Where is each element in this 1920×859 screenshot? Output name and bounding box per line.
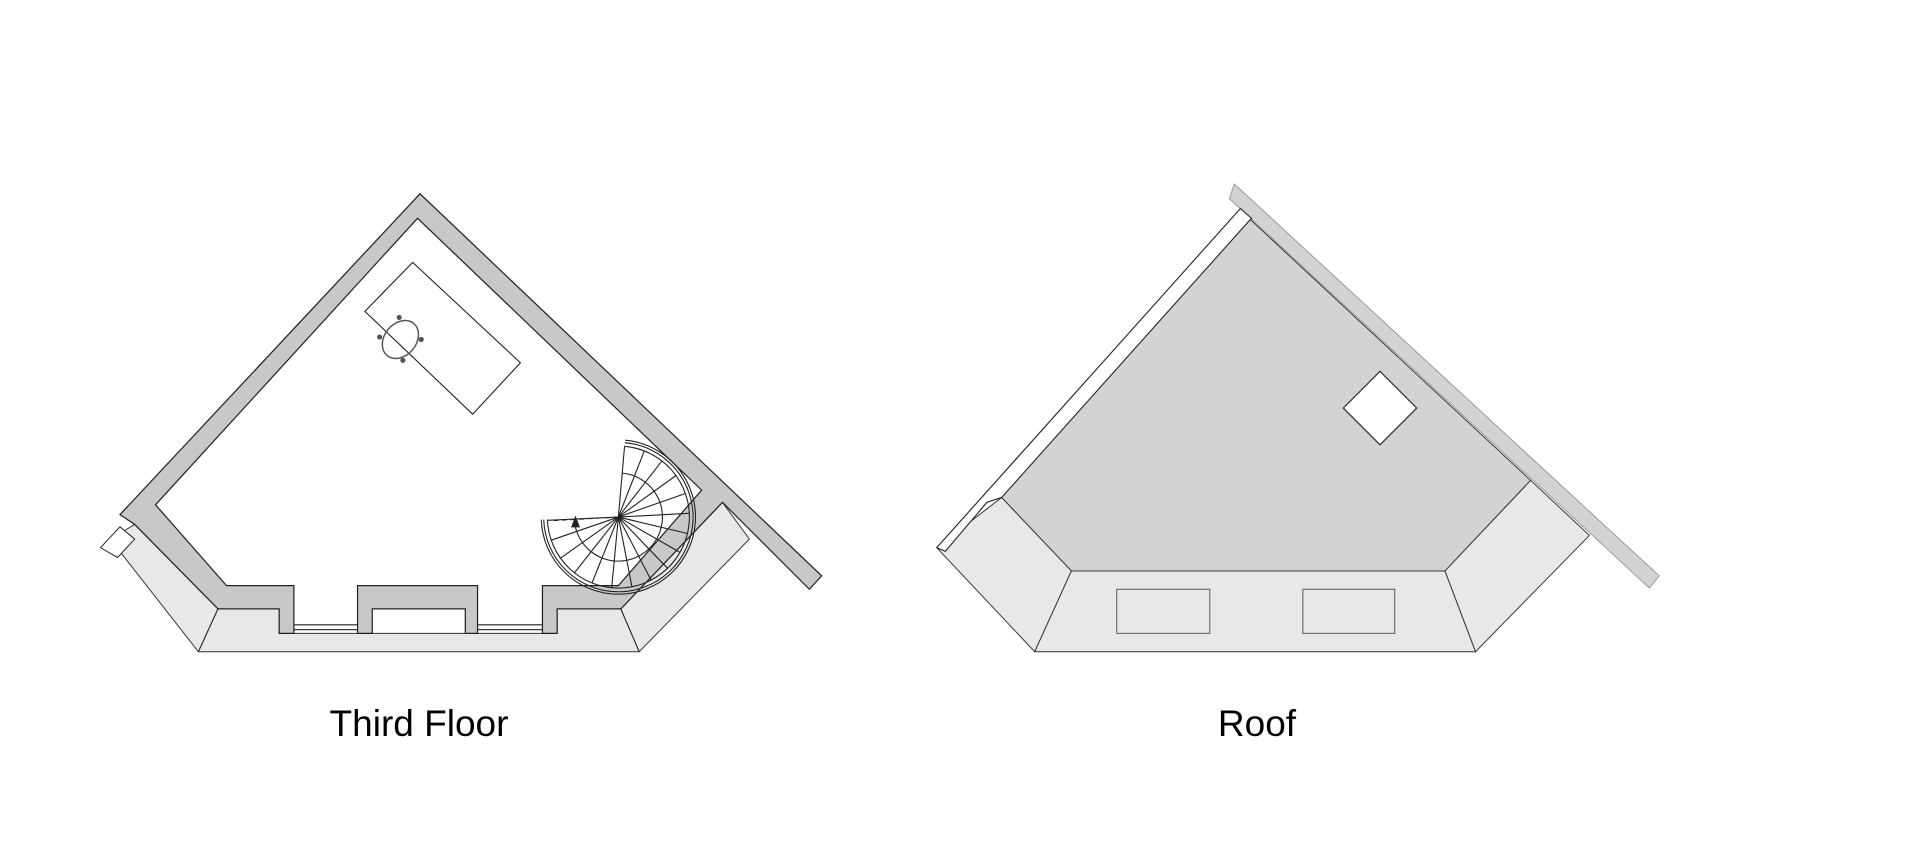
skylight <box>1342 370 1418 446</box>
third-floor-label: Third Floor <box>329 703 509 744</box>
chair-icon <box>377 314 424 363</box>
eave <box>1228 183 1660 589</box>
desk <box>364 261 522 415</box>
third-floor-plan <box>99 192 823 653</box>
wall-pier <box>356 585 479 634</box>
roof-slope-bottom <box>1033 570 1477 653</box>
parapet-edge <box>197 608 219 652</box>
exterior-walls <box>119 192 823 634</box>
corner-block <box>99 526 136 559</box>
spiral-staircase <box>540 439 697 595</box>
window <box>293 624 543 631</box>
parapet-edge <box>620 608 640 652</box>
roof-window <box>1116 588 1211 634</box>
roof-window <box>1302 588 1396 634</box>
roof-plan <box>935 183 1660 653</box>
roof-gutter <box>935 207 1253 553</box>
roof-label: Roof <box>1217 703 1297 744</box>
